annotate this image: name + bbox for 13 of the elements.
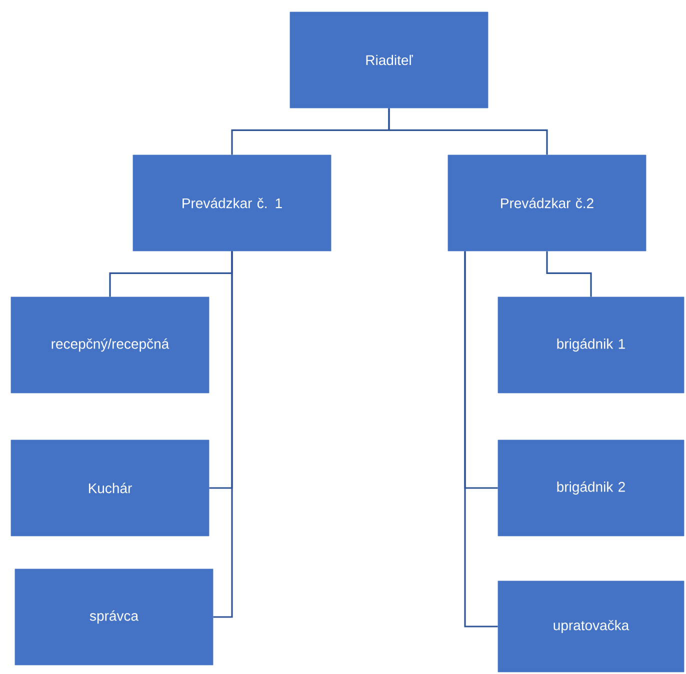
org-box: Kuchár [10, 440, 210, 536]
org-box: Prevádzkar č.2 [448, 154, 646, 252]
connector-line [546, 251, 592, 297]
org-box: brigádnik 2 [498, 440, 684, 536]
org-box: Riaditeľ [290, 12, 488, 108]
connector-line [388, 108, 548, 155]
org-box: upratovačka [498, 580, 684, 672]
org-box: Prevádzkar č. 1 [132, 154, 332, 252]
org-box: správca [14, 568, 214, 666]
connector-line [213, 251, 233, 618]
org-box: brigádnik 1 [498, 296, 684, 394]
connector-line [464, 251, 498, 628]
org-box: recepčný/recepčná [10, 296, 210, 394]
